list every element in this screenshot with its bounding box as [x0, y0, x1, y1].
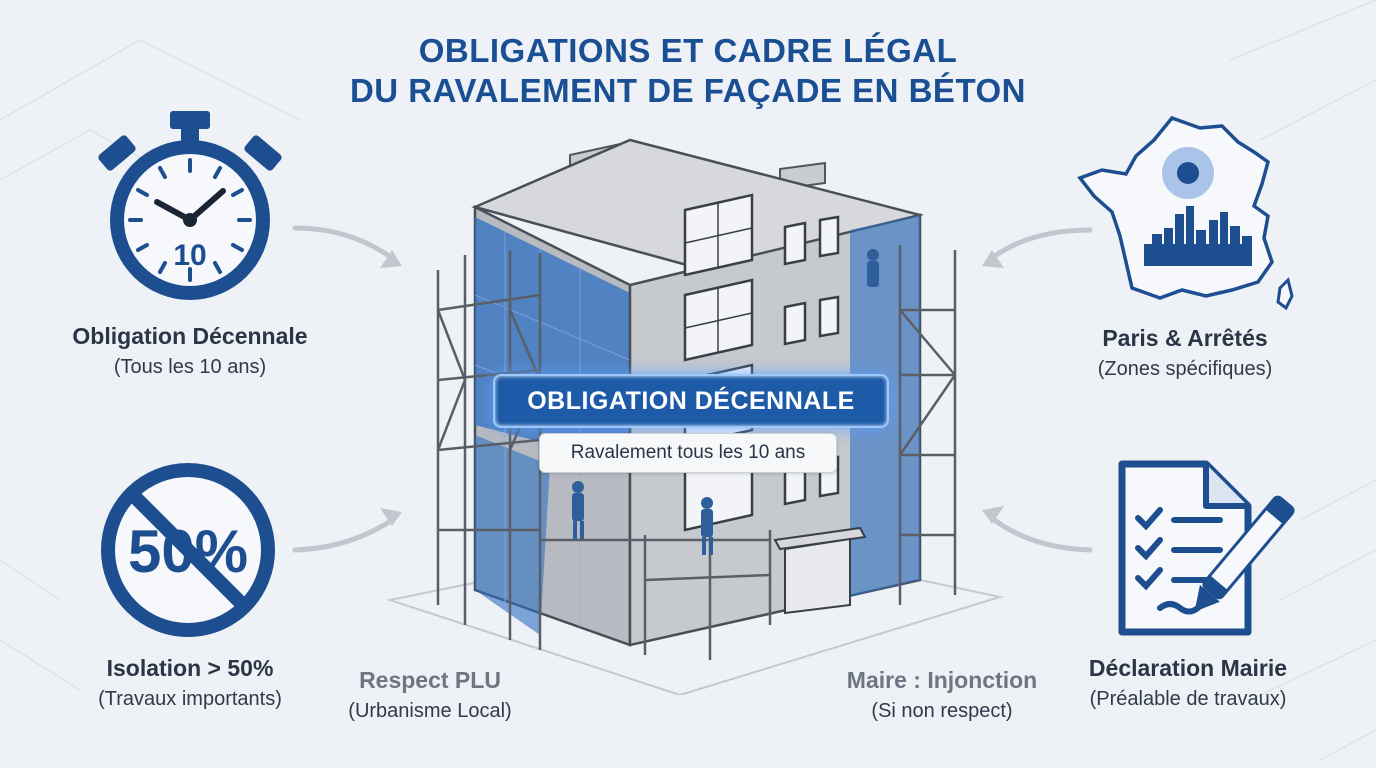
label-plu: Respect PLU (Urbanisme Local): [300, 667, 560, 723]
label-declaration: Déclaration Mairie (Préalable de travaux…: [1060, 655, 1316, 711]
plu-title: Respect PLU: [359, 667, 501, 693]
prohibited-50-percent-icon: 50%: [101, 463, 275, 637]
label-isolation: Isolation > 50% (Travaux importants): [40, 655, 340, 711]
label-paris: Paris & Arrêtés (Zones spécifiques): [1040, 325, 1330, 381]
center-subtitle: Ravalement tous les 10 ans: [539, 433, 837, 473]
document-checklist-pen-icon: [1118, 460, 1295, 636]
center-badge: OBLIGATION DÉCENNALE: [493, 374, 889, 428]
title-line-1: OBLIGATIONS ET CADRE LÉGAL: [418, 32, 958, 69]
label-decennale: Obligation Décennale (Tous les 10 ans): [40, 323, 340, 379]
stopwatch-number: 10: [173, 239, 206, 272]
isolation-title: Isolation > 50%: [106, 655, 274, 681]
title-line-2: DU RAVALEMENT DE FAÇADE EN BÉTON: [349, 72, 1027, 109]
paris-subtitle: (Zones spécifiques): [1097, 358, 1273, 380]
workers: [572, 249, 879, 555]
maire-title: Maire : Injonction: [846, 667, 1038, 693]
stopwatch-icon: 10: [98, 111, 282, 300]
paris-title: Paris & Arrêtés: [1102, 325, 1268, 351]
declaration-title: Déclaration Mairie: [1088, 655, 1288, 681]
declaration-subtitle: (Préalable de travaux): [1089, 688, 1287, 710]
decennale-title: Obligation Décennale: [72, 323, 308, 349]
label-maire: Maire : Injonction (Si non respect): [812, 667, 1072, 723]
decennale-subtitle: (Tous les 10 ans): [113, 356, 267, 378]
france-map-city-icon: [1077, 115, 1294, 311]
plu-subtitle: (Urbanisme Local): [348, 700, 512, 722]
isolation-subtitle: (Travaux importants): [98, 688, 282, 710]
maire-subtitle: (Si non respect): [871, 700, 1013, 722]
